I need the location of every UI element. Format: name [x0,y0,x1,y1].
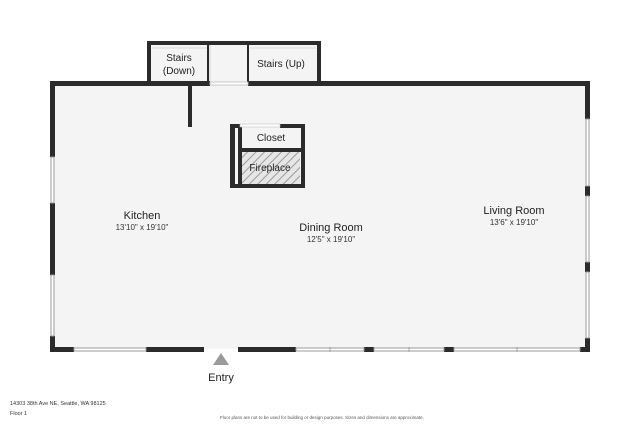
stairs-down-label-line1: Stairs [166,53,192,64]
stairs-down-label-line2: (Down) [163,66,195,77]
exterior-walls [50,81,590,352]
living-room-dims: 13'6" x 19'10" [490,218,538,227]
dining-room-dims: 12'5" x 19'10" [307,235,355,244]
floor-label: Floor 1 [10,411,28,417]
dining-room-name: Dining Room [299,222,363,234]
disclaimer-text: Floor plans are not to be used for build… [220,415,424,420]
stair-opening [209,81,249,86]
window-mullions [329,347,518,352]
kitchen-partition-wall [188,84,192,127]
closet-fireplace-block [230,123,305,188]
stairs-area [150,44,318,84]
entry-arrow-icon [213,353,229,365]
address-text: 14303 38th Ave NE, Seattle, WA 98125 [10,401,106,407]
stairs-walls [147,41,321,85]
stairs-up-label: Stairs (Up) [257,59,305,70]
closet-label: Closet [257,133,286,144]
main-floor [52,84,588,349]
entry-label: Entry [208,372,234,384]
living-room-name: Living Room [483,205,544,217]
fireplace-label: Fireplace [249,163,291,174]
kitchen-dims: 13'10" x 19'10" [116,223,169,232]
kitchen-name: Kitchen [124,210,161,222]
